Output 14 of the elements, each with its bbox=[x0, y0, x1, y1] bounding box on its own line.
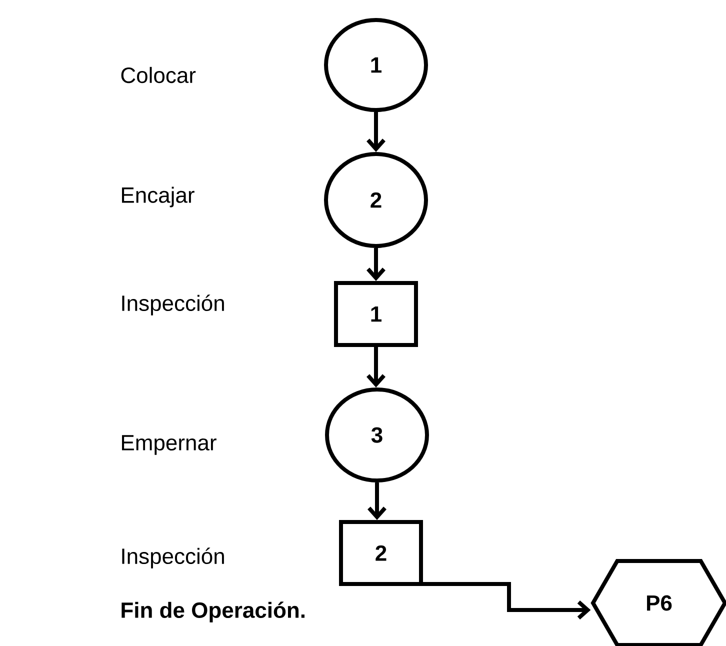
arrow bbox=[366, 347, 386, 388]
step-label: Encajar bbox=[122, 186, 194, 208]
inspection-box: 2 bbox=[339, 520, 423, 586]
step-label: Empernar bbox=[122, 435, 216, 455]
step-label: Colocar bbox=[121, 66, 196, 84]
hexagon-box: P6 bbox=[590, 559, 726, 646]
arrow bbox=[366, 248, 386, 281]
step-label: Inspección bbox=[122, 294, 224, 316]
arrow bbox=[368, 482, 386, 520]
arrow bbox=[366, 112, 386, 152]
end-note: Fin de Operación. bbox=[122, 602, 304, 622]
step-label: Inspección bbox=[122, 548, 224, 568]
arrow bbox=[419, 582, 591, 620]
inspection-box: 1 bbox=[334, 281, 418, 347]
